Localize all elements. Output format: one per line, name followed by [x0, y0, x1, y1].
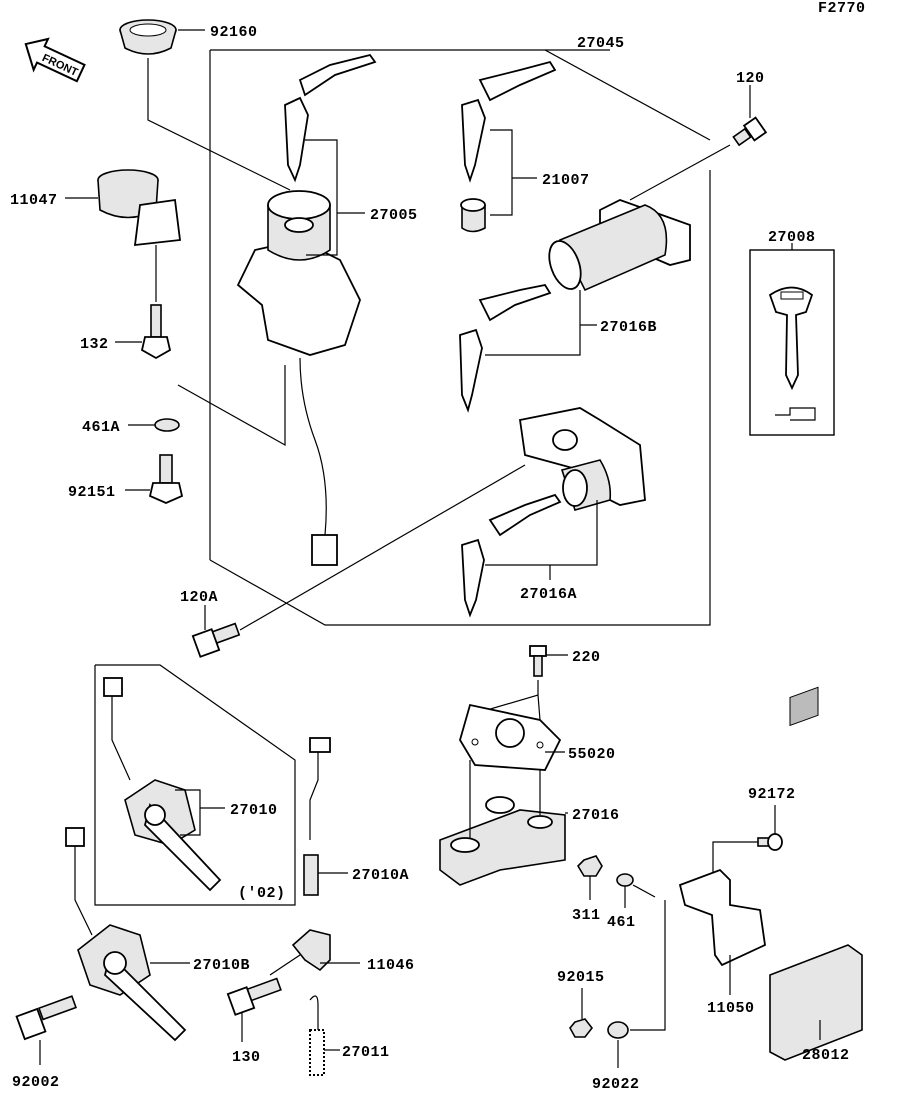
part-label: 132	[80, 336, 109, 353]
screw-120	[732, 116, 768, 147]
part-label: 27008	[768, 229, 816, 246]
ignition-switch-27005	[236, 53, 377, 566]
part-label: 92002	[12, 1074, 60, 1091]
year-note: ('02)	[238, 885, 286, 902]
washer-461	[616, 873, 634, 887]
part-label: 92151	[68, 484, 116, 501]
bolt-92151	[148, 454, 184, 504]
sensor-27010B	[65, 827, 187, 1042]
nut-92015	[569, 1018, 594, 1038]
part-label: 92172	[748, 786, 796, 803]
part-label: 92015	[557, 969, 605, 986]
part-label: 27011	[342, 1044, 390, 1061]
bracket-27016	[439, 796, 566, 886]
clip-11046	[291, 929, 331, 972]
screw-220	[529, 645, 547, 677]
part-label: 11050	[707, 1000, 755, 1017]
bolt-92002	[15, 995, 77, 1041]
part-label: 461A	[82, 419, 120, 436]
part-label: 27016B	[600, 319, 657, 336]
kit-27010-outline	[94, 664, 296, 906]
reflector-28012	[769, 686, 863, 1061]
part-label: 27016	[572, 807, 620, 824]
key-blank-27008	[749, 249, 835, 436]
band-11047	[97, 169, 182, 247]
kit-27045-outline	[210, 49, 711, 141]
part-label: 11047	[10, 192, 58, 209]
screw-92172	[757, 833, 783, 851]
key-lock-set-21007	[460, 60, 557, 233]
part-label: 120A	[180, 589, 218, 606]
plate-55020	[459, 703, 562, 771]
part-label: 220	[572, 649, 601, 666]
switch-27010A	[303, 737, 331, 896]
part-label: 55020	[568, 746, 616, 763]
seat-lock-27016B	[459, 199, 691, 413]
part-label: 120	[736, 70, 765, 87]
spring-27011	[309, 995, 325, 1076]
part-label: 27010	[230, 802, 278, 819]
part-label: 27010B	[193, 957, 250, 974]
part-label: 28012	[802, 1047, 850, 1064]
grommet-92160	[119, 19, 177, 55]
part-label: 27010A	[352, 867, 409, 884]
part-label: 27045	[577, 35, 625, 52]
part-label: 311	[572, 907, 601, 924]
washer-92022	[607, 1021, 629, 1039]
part-label: 92160	[210, 24, 258, 41]
bolt-120A	[191, 622, 241, 658]
helmet-lock-27016A	[461, 407, 646, 618]
diagram-id: F2770	[818, 0, 866, 17]
bolt-130	[226, 977, 282, 1016]
part-label: 11046	[367, 957, 415, 974]
part-label: 92022	[592, 1076, 640, 1093]
part-label: 21007	[542, 172, 590, 189]
sensor-27010	[103, 677, 222, 892]
part-label: 27005	[370, 207, 418, 224]
part-label: 461	[607, 914, 636, 931]
front-arrow-icon: FRONT	[24, 37, 86, 83]
part-label: 27016A	[520, 586, 577, 603]
washer-461A	[154, 418, 180, 432]
bracket-11050	[678, 868, 766, 967]
part-label: 130	[232, 1049, 261, 1066]
nut-311	[576, 855, 603, 877]
bolt-132	[140, 304, 172, 360]
